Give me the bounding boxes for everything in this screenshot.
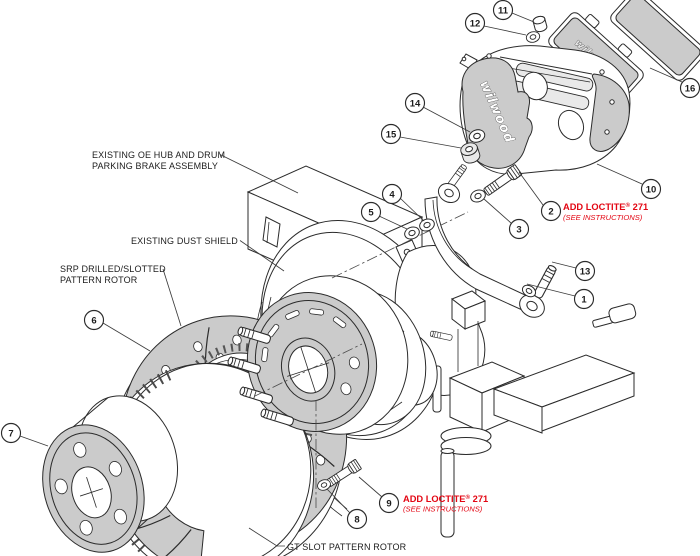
label-hub-line2: PARKING BRAKE ASSEMBLY [92, 161, 218, 171]
bleed-screw [486, 53, 492, 59]
svg-text:4: 4 [389, 189, 395, 200]
label-srp-line1: SRP DRILLED/SLOTTED [60, 264, 166, 274]
loctite-note-lower: ADD LOCTITE® 271 (SEE INSTRUCTIONS) [403, 494, 488, 514]
callout-16: 16 [679, 77, 700, 99]
washer-12 [524, 29, 542, 45]
label-srp-line2: PATTERN ROTOR [60, 275, 138, 285]
cap-nut-11 [532, 15, 548, 33]
svg-text:5: 5 [368, 207, 374, 218]
caliper-window [557, 109, 585, 141]
svg-text:13: 13 [580, 266, 591, 277]
callout-3: 3 [508, 218, 530, 240]
callout-11: 11 [492, 0, 514, 21]
label-gt-rotor: GT SLOT PATTERN ROTOR [287, 542, 407, 552]
hub-assembly [226, 275, 438, 435]
caliper-bracket [424, 163, 558, 318]
svg-text:7: 7 [8, 428, 13, 439]
loctite-note-upper: ADD LOCTITE® 271 (SEE INSTRUCTIONS) [563, 202, 648, 222]
callout-9: 9 [378, 492, 400, 514]
callout-5: 5 [360, 201, 382, 223]
svg-text:11: 11 [498, 5, 509, 16]
svg-text:(SEE INSTRUCTIONS): (SEE INSTRUCTIONS) [403, 505, 483, 514]
callout-6: 6 [83, 309, 105, 331]
callout-12: 12 [464, 12, 486, 34]
svg-text:16: 16 [685, 83, 696, 94]
spacer-15 [460, 142, 481, 164]
leader-gt-label [248, 527, 285, 547]
caliper-outboard-face [589, 73, 630, 152]
caliper-window [522, 71, 548, 101]
bleed-screw [599, 69, 605, 75]
callout-15: 15 [380, 123, 402, 145]
svg-text:15: 15 [386, 129, 397, 140]
svg-text:14: 14 [410, 98, 421, 109]
callout-2: 2 [540, 200, 562, 222]
svg-text:3: 3 [516, 224, 521, 235]
hub-flange-windows [261, 308, 347, 363]
callout-leaders [19, 12, 683, 514]
callout-1: 1 [573, 288, 595, 310]
rotor-hat [42, 395, 179, 553]
leader-dust-label [239, 240, 285, 272]
callout-8: 8 [346, 508, 368, 530]
callout-10: 10 [640, 178, 662, 200]
centerline [331, 211, 469, 279]
bracket-stud-13 [532, 263, 558, 300]
callout-7: 7 [0, 422, 22, 444]
label-hub-line1: EXISTING OE HUB AND DRUM [92, 150, 225, 160]
svg-text:ADD LOCTITE® 271: ADD LOCTITE® 271 [563, 202, 648, 212]
svg-text:12: 12 [470, 18, 481, 29]
svg-text:1: 1 [581, 294, 587, 305]
svg-text:10: 10 [646, 184, 657, 195]
callout-4: 4 [381, 183, 403, 205]
leader-hub-label [219, 154, 299, 194]
axle-fixture [429, 290, 637, 538]
tie-rod-end [592, 303, 637, 328]
svg-text:(SEE INSTRUCTIONS): (SEE INSTRUCTIONS) [563, 213, 643, 222]
svg-text:8: 8 [354, 514, 359, 525]
brake-pad-outer [610, 0, 700, 81]
svg-text:6: 6 [91, 315, 96, 326]
label-dust-shield: EXISTING DUST SHIELD [131, 236, 238, 246]
leader-srp-label [162, 268, 182, 327]
caliper: wilwood [459, 45, 631, 175]
svg-text:2: 2 [548, 206, 553, 217]
centerline [254, 343, 363, 397]
callout-14: 14 [404, 92, 426, 114]
callout-13: 13 [574, 260, 596, 282]
svg-text:ADD LOCTITE® 271: ADD LOCTITE® 271 [403, 494, 488, 504]
svg-text:9: 9 [386, 498, 391, 509]
